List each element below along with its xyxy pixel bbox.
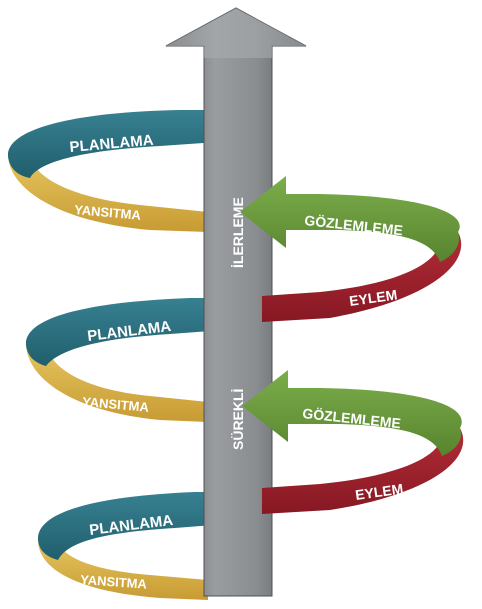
cycle-2-right: EYLEM GÖZLEMLEME [242, 370, 464, 514]
reflection-label-1: YANSITMA [74, 202, 142, 223]
action-band-2 [262, 428, 464, 514]
arrow-label-continuous: SÜREKLİ [230, 389, 246, 450]
reflection-band-1 [8, 152, 208, 232]
observation-band-2 [242, 370, 462, 456]
action-label-2: EYLEM [354, 480, 404, 503]
cycle-1-right: EYLEM GÖZLEMLEME [240, 176, 462, 322]
cycle-1: YANSITMA PLANLAMA [7, 92, 269, 232]
reflection-label-3: YANSITMA [80, 572, 148, 592]
reflection-band-2 [26, 342, 208, 422]
reflection-band-3 [38, 538, 208, 600]
central-progress-arrow: İLERLEME SÜREKLİ [165, 7, 307, 597]
action-label-1: EYLEM [348, 286, 398, 309]
planning-band-1 [7, 92, 269, 178]
action-band-1 [262, 232, 462, 322]
reflection-label-2: YANSITMA [82, 394, 150, 415]
arrow-label-progress: İLERLEME [230, 197, 246, 268]
observation-band-1 [240, 176, 460, 262]
